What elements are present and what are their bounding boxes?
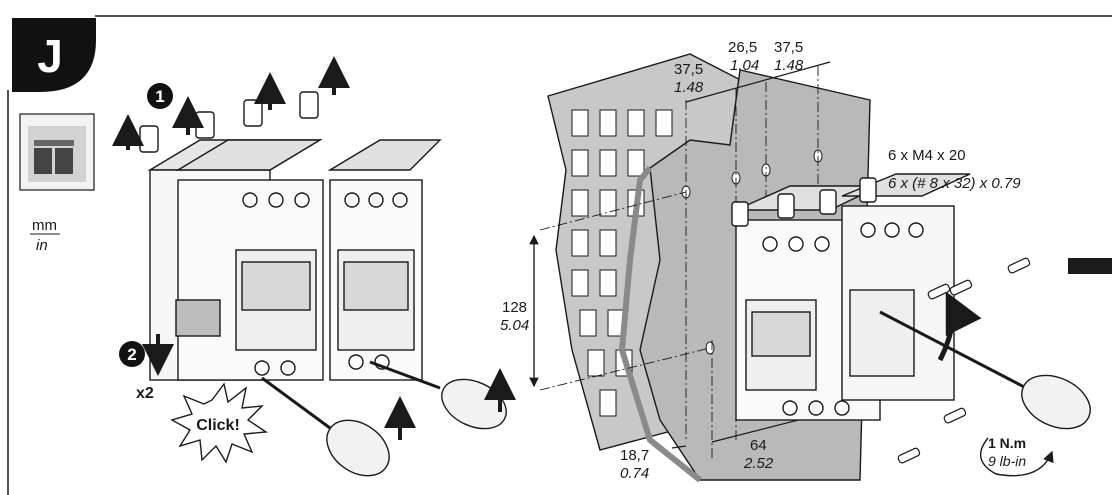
section-badge: J — [12, 18, 96, 92]
contactor-pair-right — [731, 173, 971, 421]
unit-imperial: in — [36, 237, 48, 254]
dim-spacing-right-metric: 37,5 — [774, 39, 803, 56]
dim-spacing-mid-metric: 26,5 — [728, 39, 757, 56]
rotation-arrow — [937, 291, 982, 362]
dim-spacing-right-imperial: 1.48 — [774, 57, 804, 74]
multiplier-label: x2 — [136, 385, 154, 402]
section-letter: J — [37, 30, 63, 82]
click-starburst: Click! — [170, 382, 269, 464]
dim-width-imperial: 2.52 — [743, 455, 774, 472]
tab-marker — [1068, 258, 1112, 274]
screw-spec-metric: 6 x M4 x 20 — [888, 147, 966, 164]
torque-imperial: 9 lb-in — [988, 453, 1026, 469]
dimension-lines — [529, 61, 832, 449]
screw-spec-imperial: 6 x (# 8 x 32) x 0.79 — [888, 175, 1021, 192]
screwdriver-left-1 — [261, 376, 390, 477]
torque-metric: 1 N.m — [988, 435, 1026, 451]
dim-width-metric: 64 — [750, 437, 767, 454]
thumbnail-image — [19, 113, 95, 191]
click-label: Click! — [196, 417, 240, 434]
dim-spacing-left-imperial: 1.48 — [674, 79, 704, 96]
dim-height-imperial: 5.04 — [500, 317, 529, 334]
dim-spacing-left-metric: 37,5 — [674, 61, 703, 78]
step-2-badge: 2 — [119, 341, 145, 367]
step-1-badge: 1 — [147, 83, 173, 109]
step-2-number: 2 — [127, 345, 136, 364]
dim-offset-metric: 18,7 — [620, 447, 649, 464]
dim-offset-imperial: 0.74 — [620, 465, 649, 482]
step-1-number: 1 — [155, 87, 164, 106]
screwdriver-right — [879, 310, 1091, 430]
torque-arrow — [979, 437, 1054, 477]
plate-edge — [618, 166, 702, 483]
contactor-pair-left — [139, 91, 442, 381]
dim-height-metric: 128 — [502, 299, 527, 316]
unit-metric: mm — [32, 217, 57, 234]
screws — [897, 257, 1031, 464]
lift-arrows — [112, 56, 350, 150]
dim-spacing-mid-imperial: 1.04 — [730, 57, 759, 74]
